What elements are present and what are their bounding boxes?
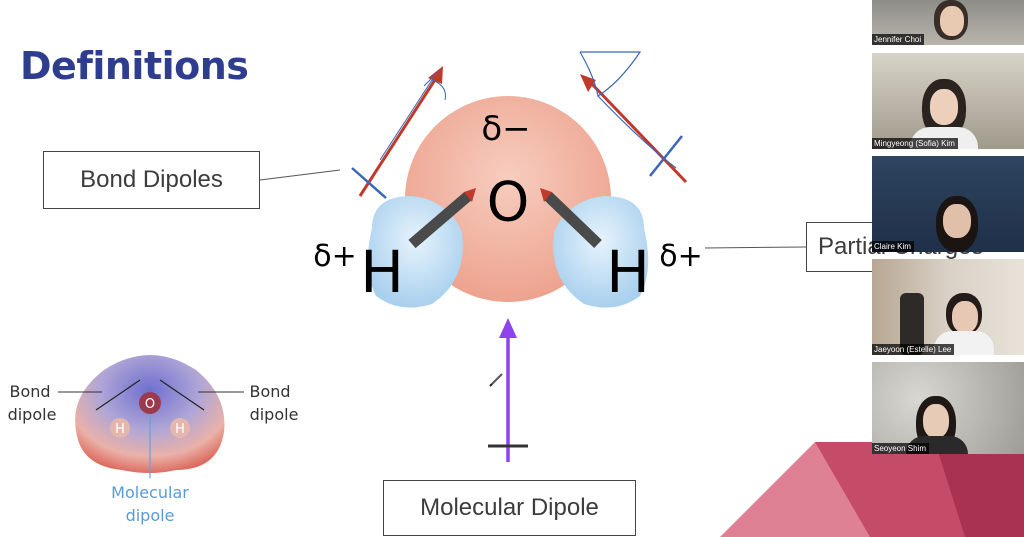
- oxygen-symbol: O: [487, 171, 530, 234]
- hydrogen-symbol-left: H: [360, 238, 404, 306]
- inset-bond-dipole-left-line1: Bond: [9, 382, 50, 401]
- inset-electrostatic-map: O H H Bond dipole Bond dipole Molecular …: [8, 355, 299, 525]
- participant-video-tile[interactable]: Jennifer Choi: [872, 0, 1024, 45]
- participant-face: [930, 89, 958, 125]
- delta-minus-label: δ−: [481, 109, 530, 149]
- inset-bond-dipole-right-line2: dipole: [250, 405, 299, 424]
- participant-name: Claire Kim: [872, 241, 914, 252]
- annotation-arrowhead-right: [580, 74, 596, 92]
- inset-bond-arrow-left: [95, 379, 141, 411]
- bond-dipoles-label-box: Bond Dipoles: [43, 151, 260, 209]
- participant-face: [952, 301, 978, 333]
- inset-h2-symbol: H: [175, 422, 185, 437]
- participant-name: Jaeyoon (Estelle) Lee: [872, 344, 955, 355]
- partial-connector-line: [704, 246, 807, 249]
- hydrogen-symbol-right: H: [606, 238, 650, 306]
- annotation-scribble-right: [579, 51, 677, 169]
- bond-left: [408, 191, 472, 249]
- annotation-cross-right: [649, 135, 683, 177]
- participant-video-tile[interactable]: Mingyeong (Sofia) Kim: [872, 53, 1024, 149]
- decor-shape: [935, 442, 1024, 537]
- inset-molecular-dipole-line2: dipole: [126, 506, 175, 525]
- participant-name: Seoyeon Shim: [872, 443, 930, 454]
- bond-right: [544, 192, 602, 248]
- inset-hydrogen-right: [170, 418, 190, 438]
- annotation-scribble-left: [379, 71, 446, 161]
- participant-video-tile[interactable]: Claire Kim: [872, 156, 1024, 252]
- molecular-dipole-arrowhead: [499, 318, 517, 338]
- participant-video-tile[interactable]: Jaeyoon (Estelle) Lee: [872, 259, 1024, 355]
- inset-blob: [75, 355, 225, 473]
- bond-connector-line: [259, 169, 341, 181]
- inset-bond-arrow-right: [159, 379, 205, 411]
- inset-o-symbol: O: [145, 397, 155, 412]
- participant-video-tile[interactable]: Seoyeon Shim: [872, 362, 1024, 454]
- participant-face: [943, 204, 971, 238]
- annotation-arrow-left: [358, 71, 442, 197]
- molecular-dipole-label-box: Molecular Dipole: [383, 480, 636, 536]
- participant-face: [940, 6, 964, 36]
- inset-bond-dipole-left-line2: dipole: [8, 405, 57, 424]
- inset-hydrogen-left: [110, 418, 130, 438]
- slide-title: Definitions: [20, 44, 249, 88]
- delta-plus-left-label: δ+: [313, 239, 357, 274]
- annotation-cross-left: [351, 167, 387, 199]
- delta-plus-right-label: δ+: [659, 239, 703, 274]
- inset-oxygen: [139, 392, 161, 414]
- participant-face: [923, 404, 949, 438]
- pen-cursor-icon: [489, 373, 503, 387]
- inset-h1-symbol: H: [115, 422, 125, 437]
- inset-molecular-dipole-line1: Molecular: [111, 483, 189, 502]
- participant-name: Mingyeong (Sofia) Kim: [872, 138, 958, 149]
- participant-name: Jennifer Choi: [872, 34, 925, 45]
- bond-left-arrowhead: [464, 188, 476, 202]
- inset-bond-dipole-right-line1: Bond: [249, 382, 290, 401]
- bond-right-arrowhead: [540, 188, 552, 202]
- annotation-arrow-right: [588, 80, 688, 184]
